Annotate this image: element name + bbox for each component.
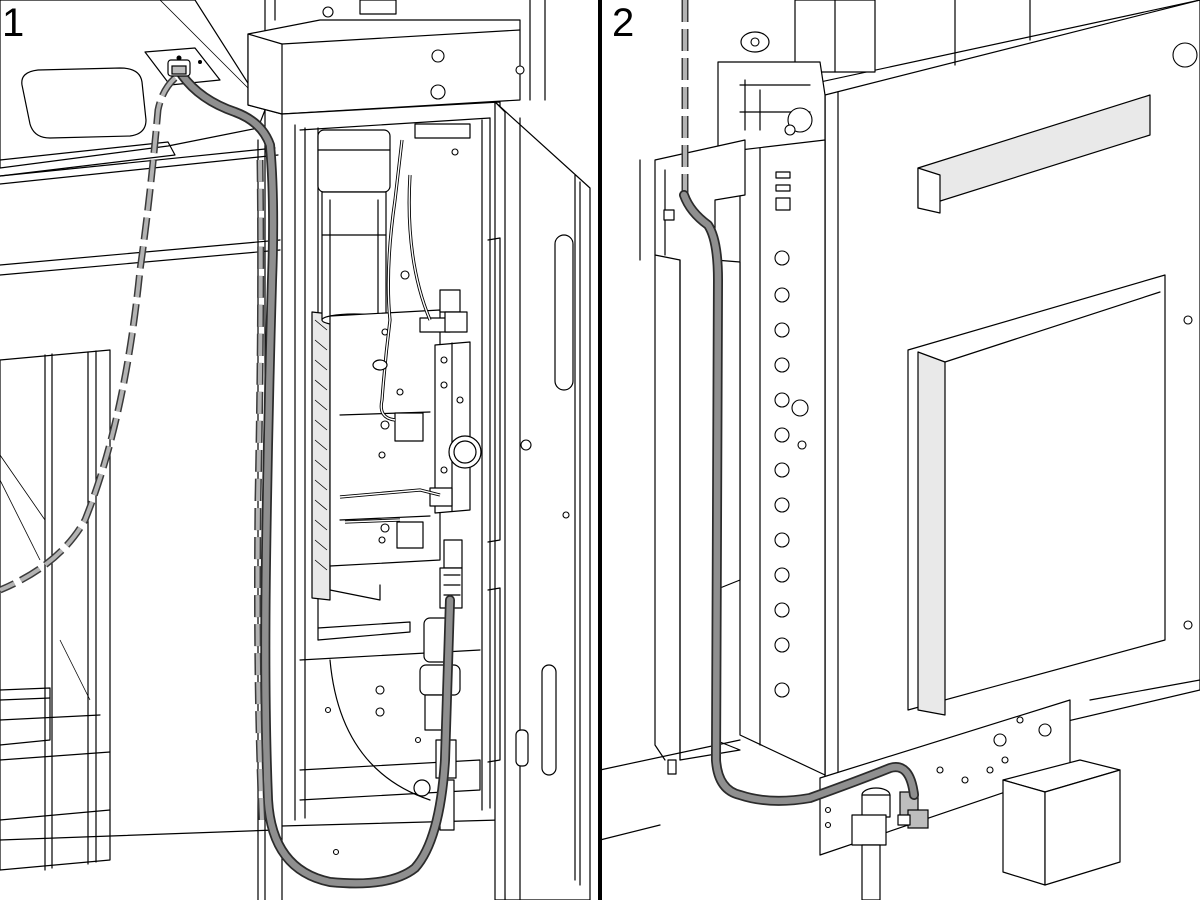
cabinet-top [0,0,279,185]
perforated-rail [739,124,826,776]
panel-label-1: 1 [2,1,24,45]
valve-manifold [419,289,471,514]
filter-regulator [851,787,929,900]
cabinet-door [487,101,591,900]
pneumatic-tubing [339,139,441,524]
hose-fitting [167,55,191,77]
cabinet-side [759,0,1200,779]
supply-hose-dashed [0,75,178,594]
panel-label-2: 2 [612,1,634,45]
perforated-strip [311,311,331,601]
mounting-plate [329,270,441,601]
side-cabinet-header [247,0,546,115]
top-column [717,0,1031,151]
routed-hose-2 [679,0,919,806]
regulator-assembly [413,539,463,831]
box-component [1002,759,1121,886]
bracket-plate [639,139,746,775]
pressure-gauge [448,435,482,469]
panel-1: 1 [0,0,591,900]
routed-hose [177,70,455,889]
panel-divider [598,0,602,900]
panel-2: 2 [599,0,1200,900]
solenoid-valves [380,412,453,549]
